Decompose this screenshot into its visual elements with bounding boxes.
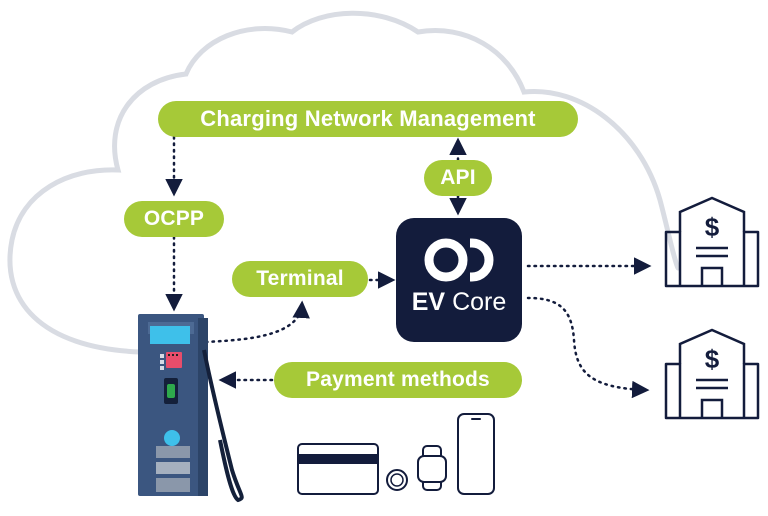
ev-core-logo [424, 238, 494, 282]
payment-methods-pill: Payment methods [274, 362, 522, 398]
credit-card-icon [297, 443, 379, 495]
svg-text:$: $ [705, 212, 720, 242]
ev-core-box [396, 218, 522, 342]
coin-icon [386, 469, 408, 491]
network-management-pill: Charging Network Management [158, 101, 578, 137]
svg-text:$: $ [705, 344, 720, 374]
api-pill: API [424, 160, 492, 196]
connector-charger-to-terminal [204, 300, 310, 344]
ev-core-label-core: Core [452, 288, 507, 316]
ev-core-label-ev: EV [411, 288, 446, 316]
bank-icon: $ [664, 196, 760, 288]
cloud-outline [7, 10, 681, 355]
smartwatch-icon [417, 445, 447, 491]
ev-charger-icon [138, 314, 244, 503]
bank-icon: $ [664, 328, 760, 420]
connector-evcore-to-bank-bottom [526, 296, 650, 399]
smartphone-icon [457, 413, 495, 495]
ocpp-pill: OCPP [124, 201, 224, 237]
terminal-pill: Terminal [232, 261, 368, 297]
ev-core-label: EV Core [396, 288, 522, 317]
connectors [165, 135, 652, 399]
